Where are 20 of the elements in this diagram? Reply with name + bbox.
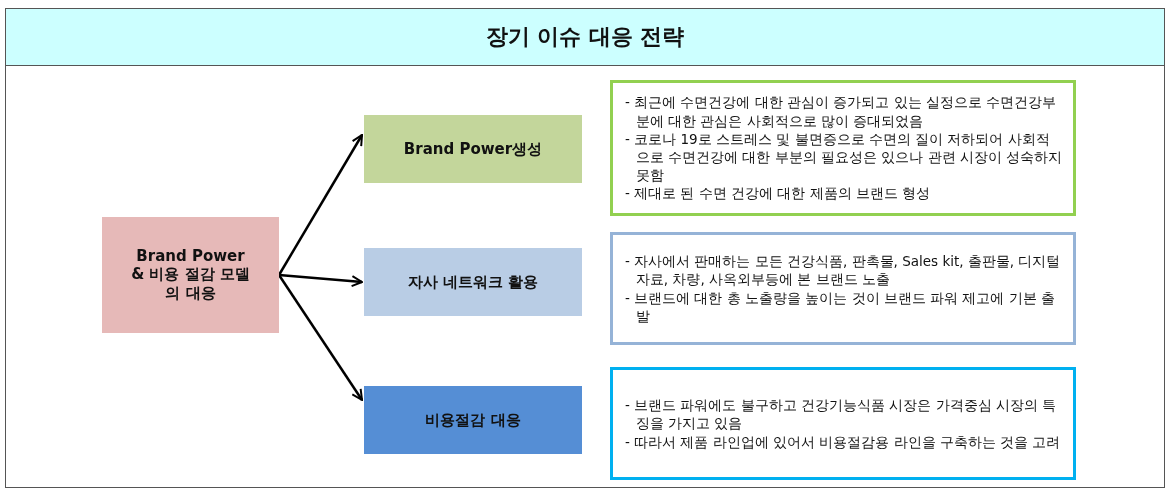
bullet-text: - 따라서 제품 라인업에 있어서 비용절감용 라인을 구축하는 것을 고려 bbox=[625, 432, 1062, 451]
title-banner: 장기 이슈 대응 전략 bbox=[5, 8, 1165, 66]
strategy-box bbox=[364, 115, 582, 183]
bullet-text: - 자사에서 판매하는 모든 건강식품, 판촉물, Sales kit, 출판물, 디지털자료, 차량, 사옥외부등에 본 브랜드 노출 bbox=[625, 252, 1062, 289]
bullet-text: - 브랜드에 대한 총 노출량을 높이는 것이 브랜드 파워 제고에 기본 출발 bbox=[625, 288, 1057, 325]
box-label: 자사 네트워크 활용 bbox=[407, 272, 539, 292]
description-box bbox=[610, 232, 1076, 345]
strategy-box bbox=[364, 386, 582, 454]
description-box bbox=[610, 367, 1076, 480]
bullet-text: - 브랜드 파워에도 불구하고 건강기능식품 시장은 가격중심 시장의 특징을 가지고 있음 bbox=[625, 396, 1058, 433]
description-box bbox=[610, 80, 1076, 216]
bullet-text: - 코로나 19로 스트레스 및 불면증으로 수면의 질이 저하되어 사회적으로 수면건강에 대한 부분의 필요성은 있으나 관련 시장이 성숙하지 못함 bbox=[625, 129, 1063, 185]
box-label: 비용절감 대응 bbox=[425, 410, 521, 430]
box-label: Brand Power & 비용 절감 모델의 대응 bbox=[130, 247, 251, 303]
strategy-box bbox=[364, 248, 582, 316]
bullet-text: - 최근에 수면건강에 대한 관심이 증가되고 있는 실정으로 수면건강부분에 대한 관심은 사회적으로 많이 증대되었음 bbox=[625, 93, 1058, 130]
bullet-text: - 제대로 된 수면 건강에 대한 제품의 브랜드 형성 bbox=[625, 184, 932, 203]
arrow bbox=[278, 273, 363, 288]
strategy-box bbox=[102, 217, 279, 333]
box-label: Brand Power생성 bbox=[403, 139, 543, 159]
